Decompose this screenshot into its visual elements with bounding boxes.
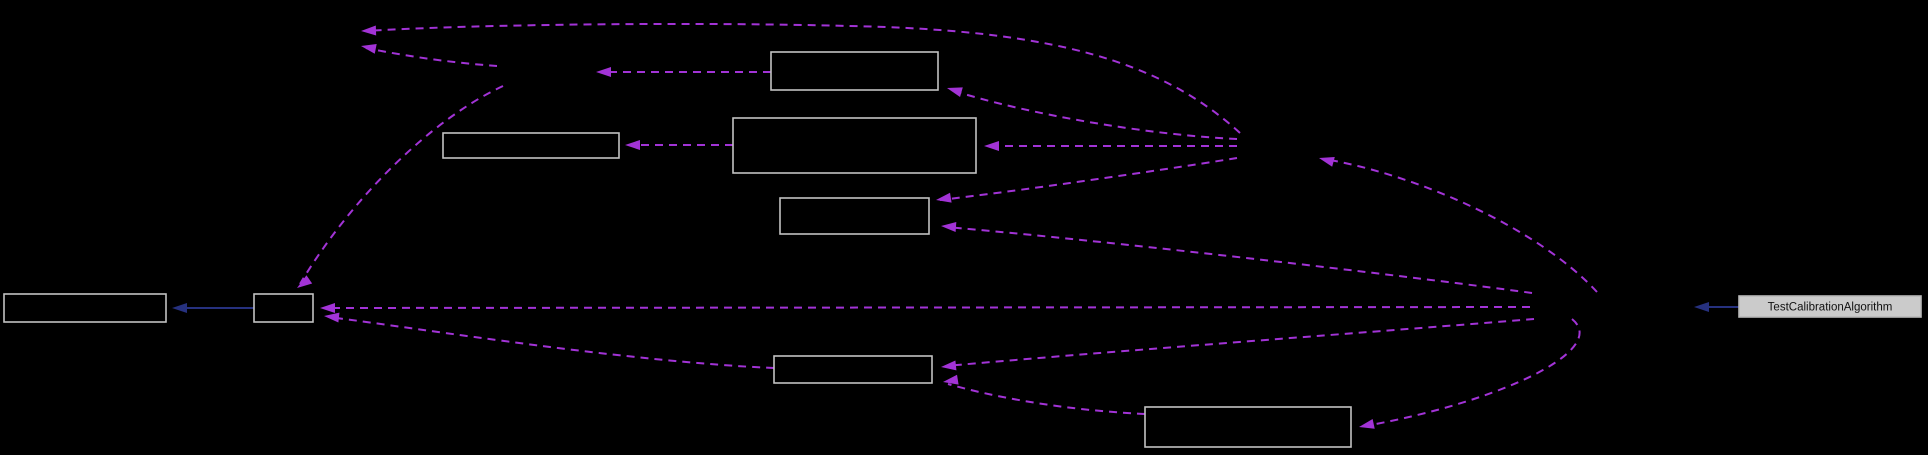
node-bottom-left-box[interactable] bbox=[773, 355, 933, 384]
node-mid-left-box[interactable] bbox=[442, 132, 620, 159]
use-c-to-top-arrowhead-icon bbox=[947, 87, 963, 97]
nodes-layer: TestCalibrationAlgorithm bbox=[3, 51, 1922, 448]
node-current-class[interactable]: TestCalibrationAlgorithm bbox=[1738, 295, 1922, 318]
use-c-to-center-arrowhead-icon bbox=[984, 141, 999, 151]
use-d-to-br-arrowhead-icon bbox=[1359, 418, 1375, 429]
node-current-class-label: TestCalibrationAlgorithm bbox=[1768, 302, 1893, 314]
use-d-to-small-arrowhead-icon bbox=[941, 222, 957, 233]
use-br-to-bl-arrowhead-icon bbox=[943, 374, 959, 385]
use-d-to-bl-edge bbox=[945, 318, 1535, 367]
node-center-small[interactable] bbox=[779, 197, 930, 235]
use-center-to-midleft-arrowhead-icon bbox=[625, 140, 640, 150]
use-c-to-top-edge bbox=[950, 89, 1238, 140]
use-d-to-c-edge bbox=[1323, 158, 1598, 293]
use-br-to-bl-edge bbox=[947, 383, 1146, 415]
use-d-to-c-arrowhead-icon bbox=[1319, 157, 1335, 167]
use-c-top-arc-arrowhead-icon bbox=[361, 25, 377, 36]
node-center-large[interactable] bbox=[732, 117, 977, 174]
use-c-top-arc-edge bbox=[365, 22, 1241, 134]
use-d-to-small-edge bbox=[945, 226, 1533, 294]
use-bl-to-hub-edge bbox=[328, 316, 775, 369]
use-b-to-hub-arrowhead-icon bbox=[297, 275, 313, 288]
use-b-to-hub-edge bbox=[299, 85, 504, 285]
node-center-large-box[interactable] bbox=[732, 117, 977, 174]
use-d-to-bl-arrowhead-icon bbox=[941, 360, 957, 371]
node-bottom-right-box[interactable] bbox=[1144, 406, 1352, 448]
node-bottom-right[interactable] bbox=[1144, 406, 1352, 448]
inherit-current-arrowhead-icon bbox=[1694, 302, 1709, 312]
use-c-to-small-arrowhead-icon bbox=[936, 192, 952, 203]
inherit-left-arrowhead-icon bbox=[172, 303, 187, 313]
node-current-class-box[interactable] bbox=[1738, 295, 1922, 318]
use-b-to-a-edge bbox=[365, 47, 498, 67]
node-bottom-left[interactable] bbox=[773, 355, 933, 384]
edges-layer bbox=[172, 22, 1739, 429]
use-c-to-small-edge bbox=[939, 157, 1238, 201]
node-far-left-box[interactable] bbox=[3, 293, 167, 323]
node-mid-left[interactable] bbox=[442, 132, 620, 159]
node-top-center[interactable] bbox=[770, 51, 939, 91]
use-top-to-b-arrowhead-icon bbox=[596, 67, 611, 77]
node-far-left[interactable] bbox=[3, 293, 167, 323]
use-b-to-a-arrowhead-icon bbox=[361, 43, 377, 54]
use-long-horizontal-edge bbox=[323, 306, 1531, 309]
use-d-to-br-edge bbox=[1364, 318, 1581, 427]
node-top-center-box[interactable] bbox=[770, 51, 939, 91]
node-small-hub-box[interactable] bbox=[253, 293, 314, 323]
use-long-horizontal-arrowhead-icon bbox=[320, 303, 335, 313]
node-small-hub[interactable] bbox=[253, 293, 314, 323]
use-bl-to-hub-arrowhead-icon bbox=[324, 312, 340, 323]
node-center-small-box[interactable] bbox=[779, 197, 930, 235]
